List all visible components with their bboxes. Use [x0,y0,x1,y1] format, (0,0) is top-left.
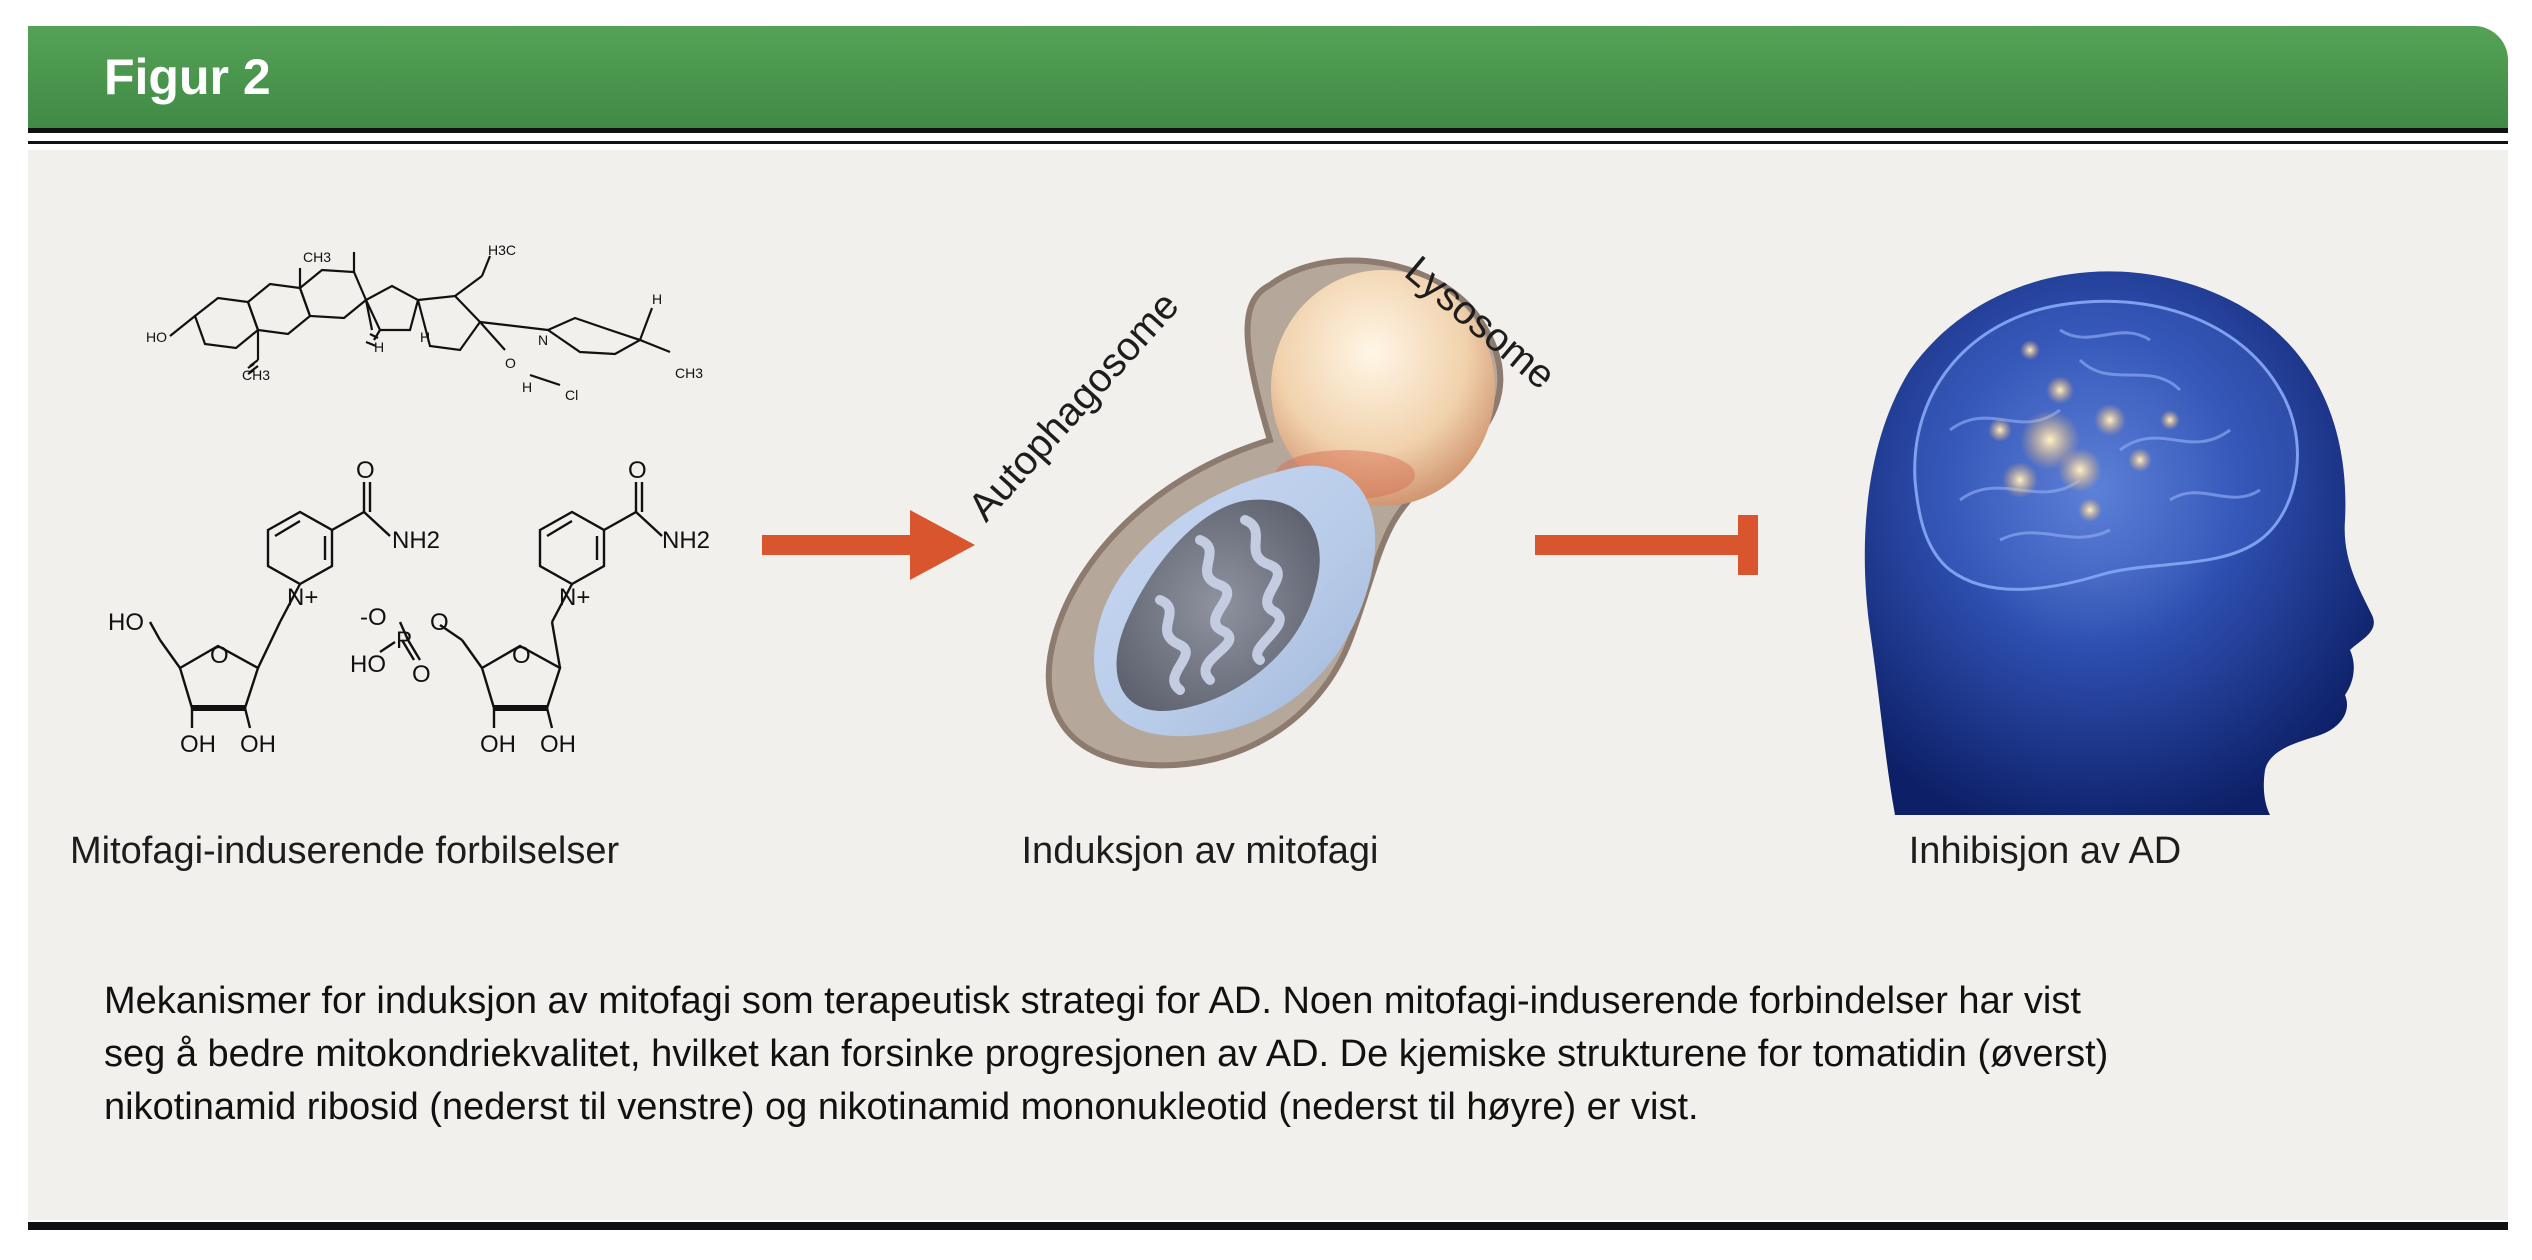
tomatidine-hcl-h: H [522,379,532,395]
mitophagy-label: Induksjon av mitofagi [1021,830,1379,872]
inhibition-arrow [1535,515,1758,575]
nr-pyridinium-ring [266,510,334,586]
nmn-pyridinium-ring [538,510,606,586]
nr-n-plus: N+ [287,584,318,611]
nr-o-carbonyl: O [356,457,375,484]
caption-line-1: Mekanismer for induksjon av mitofagi som… [104,980,2081,1022]
autophagosome-illustration [1045,257,1504,769]
figure-header [28,26,2508,128]
caption-line-3: nikotinamid ribosid (nederst til venstre… [104,1086,1699,1128]
nmn-o-carbonyl: O [628,457,647,484]
tomatidine-n: N [538,332,548,348]
caption-line-2: seg å bedre mitokondriekvalitet, hvilket… [104,1033,2109,1075]
nmn-labels: O NH2 N+ -O P O O HO O OH OH [350,457,710,758]
tomatidine-ch3-c: CH3 [675,365,703,381]
nmn-structure [379,482,663,729]
brain-head-illustration [1864,271,2374,815]
head-silhouette [1864,271,2374,815]
brain-glow-spots [1988,340,2180,522]
tomatidine-labels: CH3 CH3 H3C CH3 H H H HO O N H Cl [146,242,703,403]
inhibition-arrow-shaft [1535,535,1750,555]
compounds-label: Mitofagi-induserende forbilselser [70,830,620,872]
induction-arrow-shaft [762,535,920,555]
tomatidine-structure [169,252,671,387]
tomatidine-hcl-cl: Cl [565,387,578,403]
tomatidine-ch3-a: CH3 [303,249,331,265]
nmn-o-link: O [430,609,449,636]
footer-rule [28,1222,2508,1230]
tomatidine-ring-f [545,316,643,356]
nr-oh-2: OH [240,731,276,758]
tomatidine-ring-e [416,294,482,352]
nr-labels: O NH2 N+ HO O OH OH [108,457,440,758]
tomatidine-h-c: H [374,339,384,355]
nr-ho: HO [108,609,144,636]
nr-o-ring: O [210,642,229,669]
figure-title: Figur 2 [104,49,271,105]
header-rule-bottom [28,141,2508,144]
nr-ribose-ring [178,644,260,710]
nr-nh2: NH2 [392,527,440,554]
nmn-n-plus: N+ [559,584,590,611]
nr-structure [148,482,391,729]
tomatidine-ring-c [298,268,368,320]
inhibition-arrow-bar [1738,515,1758,575]
nmn-p: P [396,627,412,654]
mitochondrion-cristae [1155,515,1285,695]
tomatidine-o: O [505,355,516,371]
nmn-o-minus: -O [360,604,387,631]
lysosome-body [1271,270,1495,506]
nmn-o-double: O [412,661,431,688]
nmn-o-ring: O [512,642,531,669]
tomatidine-h-b: H [420,329,430,345]
tomatidine-ch3-b: CH3 [242,367,270,383]
ad-label: Inhibisjon av AD [1908,830,2182,872]
nmn-ribose-ring [480,644,562,710]
nmn-nh2: NH2 [662,527,710,554]
nmn-oh-2: OH [540,731,576,758]
tomatidine-ho: HO [146,329,167,345]
tomatidine-h-a: H [652,291,662,307]
brain-outline [1913,299,2299,591]
tomatidine-h3c: H3C [488,242,516,258]
nmn-ho: HO [350,651,386,678]
induction-arrow [762,510,975,580]
tomatidine-ring-d [364,284,420,332]
induction-arrow-head [910,510,975,580]
header-rule-top [28,128,2508,133]
nr-oh-1: OH [180,731,216,758]
nmn-oh-1: OH [480,731,516,758]
figure-caption: Mekanismer for induksjon av mitofagi som… [104,975,2444,1134]
